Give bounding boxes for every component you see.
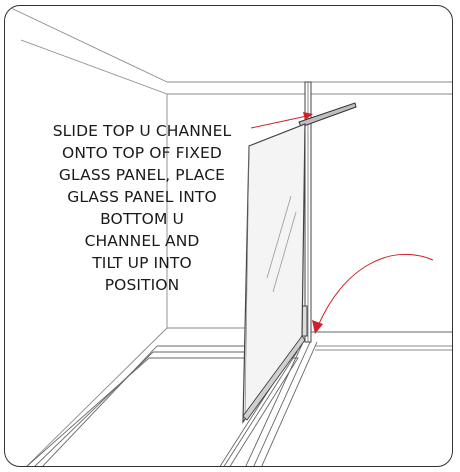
shower-installation-illustration (10, 7, 452, 466)
tray-side-2 (34, 351, 154, 466)
instruction-line-8: POSITION (104, 276, 180, 294)
instruction-text: SLIDE TOP U CHANNEL ONTO TOP OF FIXED GL… (23, 120, 261, 296)
tilt-arrowhead (312, 320, 323, 334)
callouts (250, 112, 434, 334)
floor-side-edge (26, 327, 168, 466)
ceiling-edge-back (10, 7, 168, 83)
instruction-line-1: SLIDE TOP U CHANNEL (52, 122, 232, 140)
instruction-line-5: BOTTOM U (100, 210, 184, 228)
instruction-line-2: ONTO TOP OF FIXED (62, 144, 222, 162)
top-callout-arrowhead (303, 112, 313, 120)
tray-edge-3 (149, 357, 299, 466)
instruction-line-7: TILT UP INTO (92, 254, 192, 272)
glass-reflection-1 (266, 195, 292, 279)
tilt-arrow-curve (317, 253, 434, 327)
tray-edge-2 (153, 351, 298, 466)
tray-right-edge-3 (261, 341, 318, 466)
glass-reflection-2 (272, 211, 297, 293)
instruction-line-4: GLASS PANEL INTO (67, 188, 217, 206)
shower-tray (26, 331, 452, 466)
ceiling-edge-front (20, 39, 168, 95)
instruction-line-6: CHANNEL AND (84, 232, 200, 250)
glass-panel (242, 123, 306, 424)
tray-side-1 (42, 345, 158, 466)
bottom-u-channel (242, 335, 306, 421)
top-callout-line (250, 115, 308, 129)
glass-panel-left-edge (244, 145, 250, 419)
tray-right-edge-1 (245, 337, 306, 466)
diagram-frame: SLIDE TOP U CHANNEL ONTO TOP OF FIXED GL… (4, 5, 453, 467)
instruction-line-3: GLASS PANEL, PLACE (58, 166, 226, 184)
tray-right-edge-2 (253, 339, 312, 466)
tray-side-3 (26, 357, 150, 466)
fixed-post (300, 81, 312, 343)
